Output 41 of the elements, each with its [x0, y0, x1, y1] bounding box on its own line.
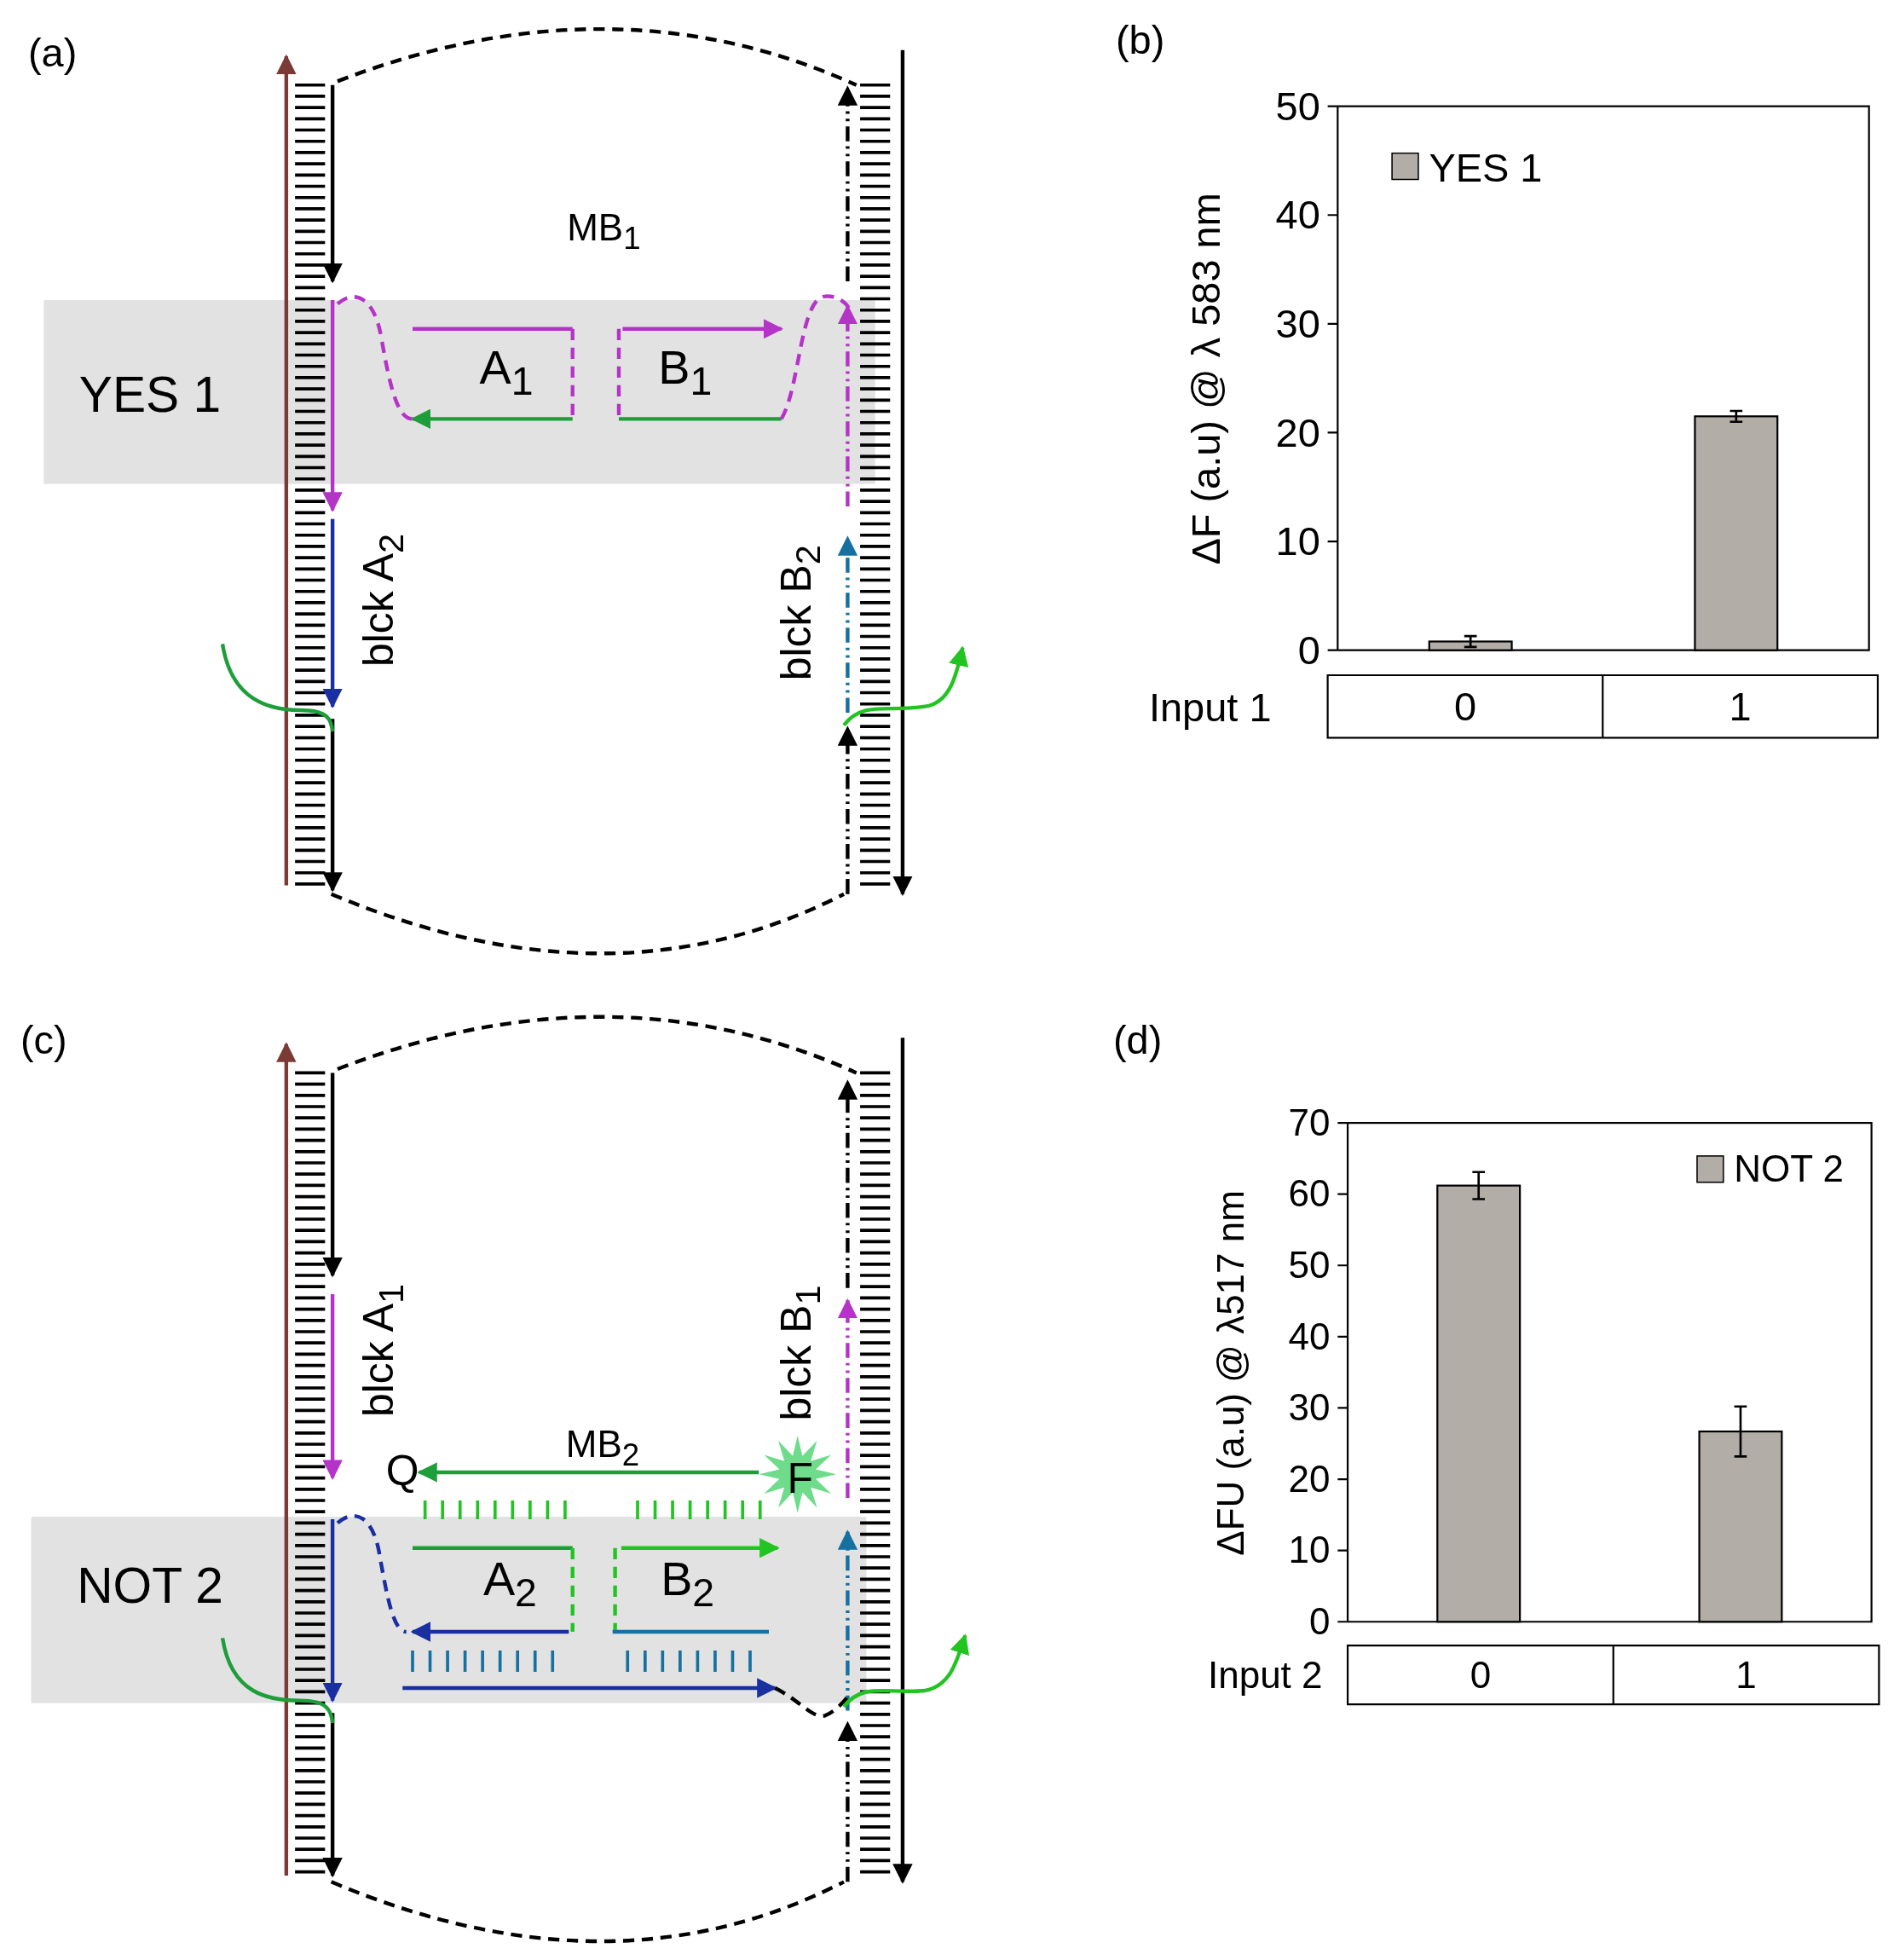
quencher-label: Q [385, 1448, 419, 1492]
panel-label: (a) [27, 32, 78, 73]
tick-label: 0 [1297, 630, 1320, 671]
fluorophore-label: F [787, 1456, 813, 1500]
beacon-label: MB$_{1}$ [567, 208, 641, 254]
gate-band [43, 300, 875, 484]
panel-label: (b) [1115, 20, 1165, 61]
tick-label: 40 [1288, 1317, 1331, 1356]
category-label: 0 [1470, 1656, 1492, 1694]
legend-label: NOT 2 [1734, 1150, 1845, 1188]
axis-title: ΔFU (a.u) @ λ517 nm [1212, 1189, 1250, 1555]
gate-label: NOT 2 [77, 1560, 223, 1611]
tick-label: 50 [1275, 86, 1320, 127]
tick-label: 0 [1309, 1603, 1331, 1641]
tick-label: 10 [1275, 521, 1320, 562]
tick-label: 70 [1288, 1104, 1331, 1142]
axis-title: ΔF (a.u) @ λ 583 nm [1186, 192, 1227, 564]
axis-title: Input 1 [1148, 687, 1272, 728]
domain-label: B$_{1}$ [658, 344, 713, 402]
tick-label: 50 [1288, 1246, 1331, 1285]
legend-label: YES 1 [1429, 147, 1543, 188]
tick-label: 60 [1288, 1175, 1331, 1213]
domain-label: B$_{2}$ [661, 1555, 715, 1614]
axis-title: Input 2 [1208, 1656, 1323, 1695]
tick-label: 10 [1288, 1531, 1331, 1570]
tick-label: 20 [1275, 413, 1320, 453]
panel-label: (c) [20, 1020, 67, 1061]
arrow [417, 1462, 759, 1483]
beacon-label: MB$_{2}$ [565, 1425, 640, 1471]
tick-label: 40 [1275, 194, 1320, 235]
domain-label: A$_{2}$ [482, 1555, 537, 1614]
category-label: 0 [1453, 686, 1476, 727]
category-label: 1 [1735, 1656, 1757, 1694]
panel-label: (d) [1113, 1020, 1163, 1061]
tick-label: 30 [1275, 304, 1320, 344]
category-label: 1 [1729, 686, 1752, 727]
tick-label: 20 [1288, 1460, 1331, 1499]
domain-label: A$_{1}$ [479, 344, 534, 402]
gate-band [31, 1517, 867, 1703]
gate-label: YES 1 [78, 368, 222, 419]
tick-label: 30 [1288, 1389, 1331, 1427]
